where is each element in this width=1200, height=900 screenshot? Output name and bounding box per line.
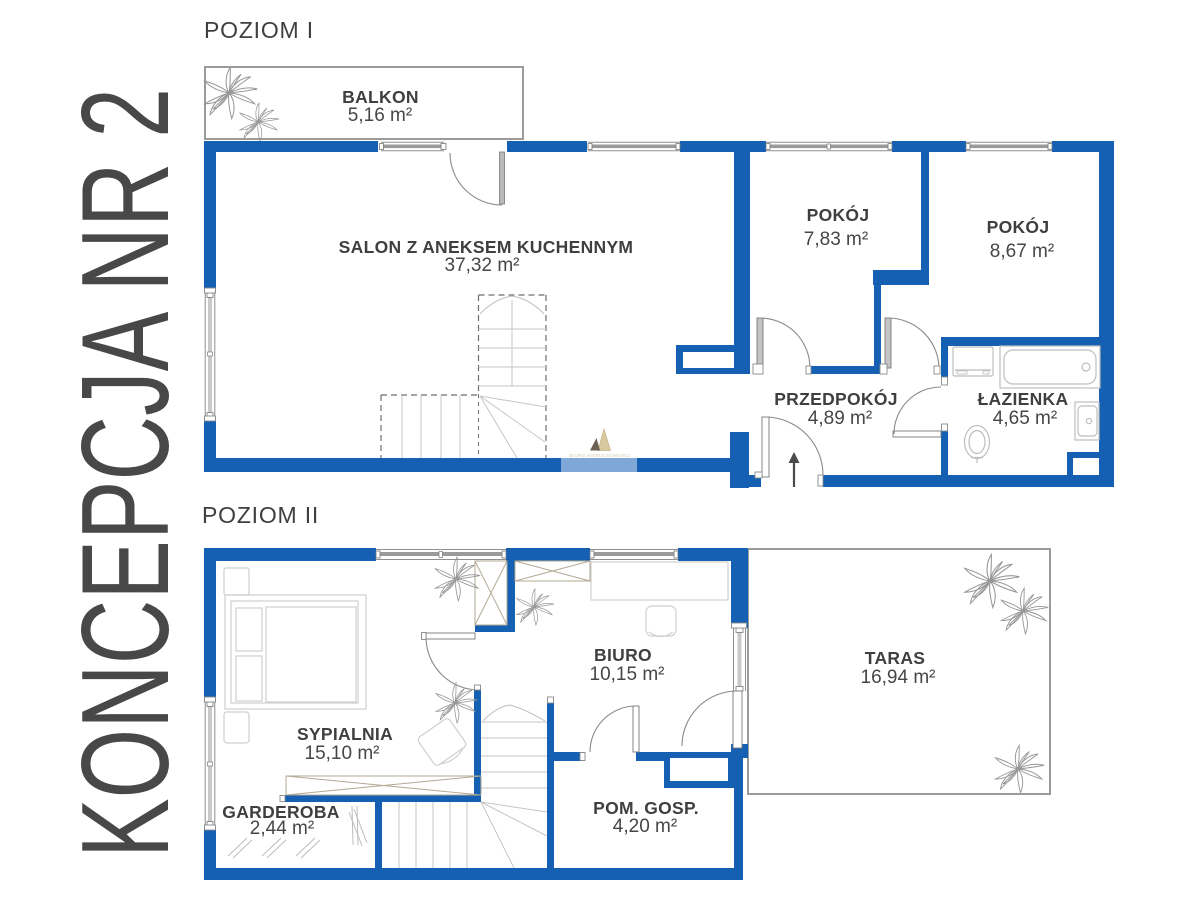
svg-text:SALON Z ANEKSEM KUCHENNYM: SALON Z ANEKSEM KUCHENNYM bbox=[339, 237, 634, 257]
svg-text:BALKON: BALKON bbox=[342, 87, 419, 107]
svg-text:POM. GOSP.: POM. GOSP. bbox=[593, 798, 699, 818]
svg-text:4,65 m²: 4,65 m² bbox=[993, 408, 1057, 429]
svg-text:KONCEPCJA NR 2: KONCEPCJA NR 2 bbox=[57, 88, 195, 858]
svg-text:POKÓJ: POKÓJ bbox=[807, 204, 870, 225]
svg-text:BIURO: BIURO bbox=[594, 645, 652, 665]
svg-text:TARAS: TARAS bbox=[865, 648, 925, 668]
svg-text:8,67 m²: 8,67 m² bbox=[990, 241, 1054, 262]
svg-text:10,15 m²: 10,15 m² bbox=[590, 664, 665, 685]
svg-text:PRZEDPOKÓJ: PRZEDPOKÓJ bbox=[774, 388, 898, 409]
svg-text:5,16 m²: 5,16 m² bbox=[348, 105, 412, 126]
svg-text:4,89 m²: 4,89 m² bbox=[808, 408, 872, 429]
svg-text:ŁAZIENKA: ŁAZIENKA bbox=[978, 389, 1069, 409]
svg-text:SYPIALNIA: SYPIALNIA bbox=[297, 724, 393, 744]
svg-text:GARDEROBA: GARDEROBA bbox=[222, 802, 339, 822]
svg-text:4,20 m²: 4,20 m² bbox=[613, 816, 677, 837]
svg-text:POZIOM I: POZIOM I bbox=[204, 17, 314, 43]
svg-text:BIURO NIERUCHOMOSCI: BIURO NIERUCHOMOSCI bbox=[570, 453, 631, 458]
svg-text:POKÓJ: POKÓJ bbox=[987, 216, 1050, 237]
svg-text:POZIOM II: POZIOM II bbox=[202, 502, 319, 528]
svg-text:7,83 m²: 7,83 m² bbox=[804, 229, 868, 250]
svg-text:16,94 m²: 16,94 m² bbox=[861, 667, 936, 688]
svg-text:2,44 m²: 2,44 m² bbox=[250, 818, 314, 839]
svg-text:15,10 m²: 15,10 m² bbox=[305, 743, 380, 764]
svg-text:37,32 m²: 37,32 m² bbox=[445, 255, 520, 276]
